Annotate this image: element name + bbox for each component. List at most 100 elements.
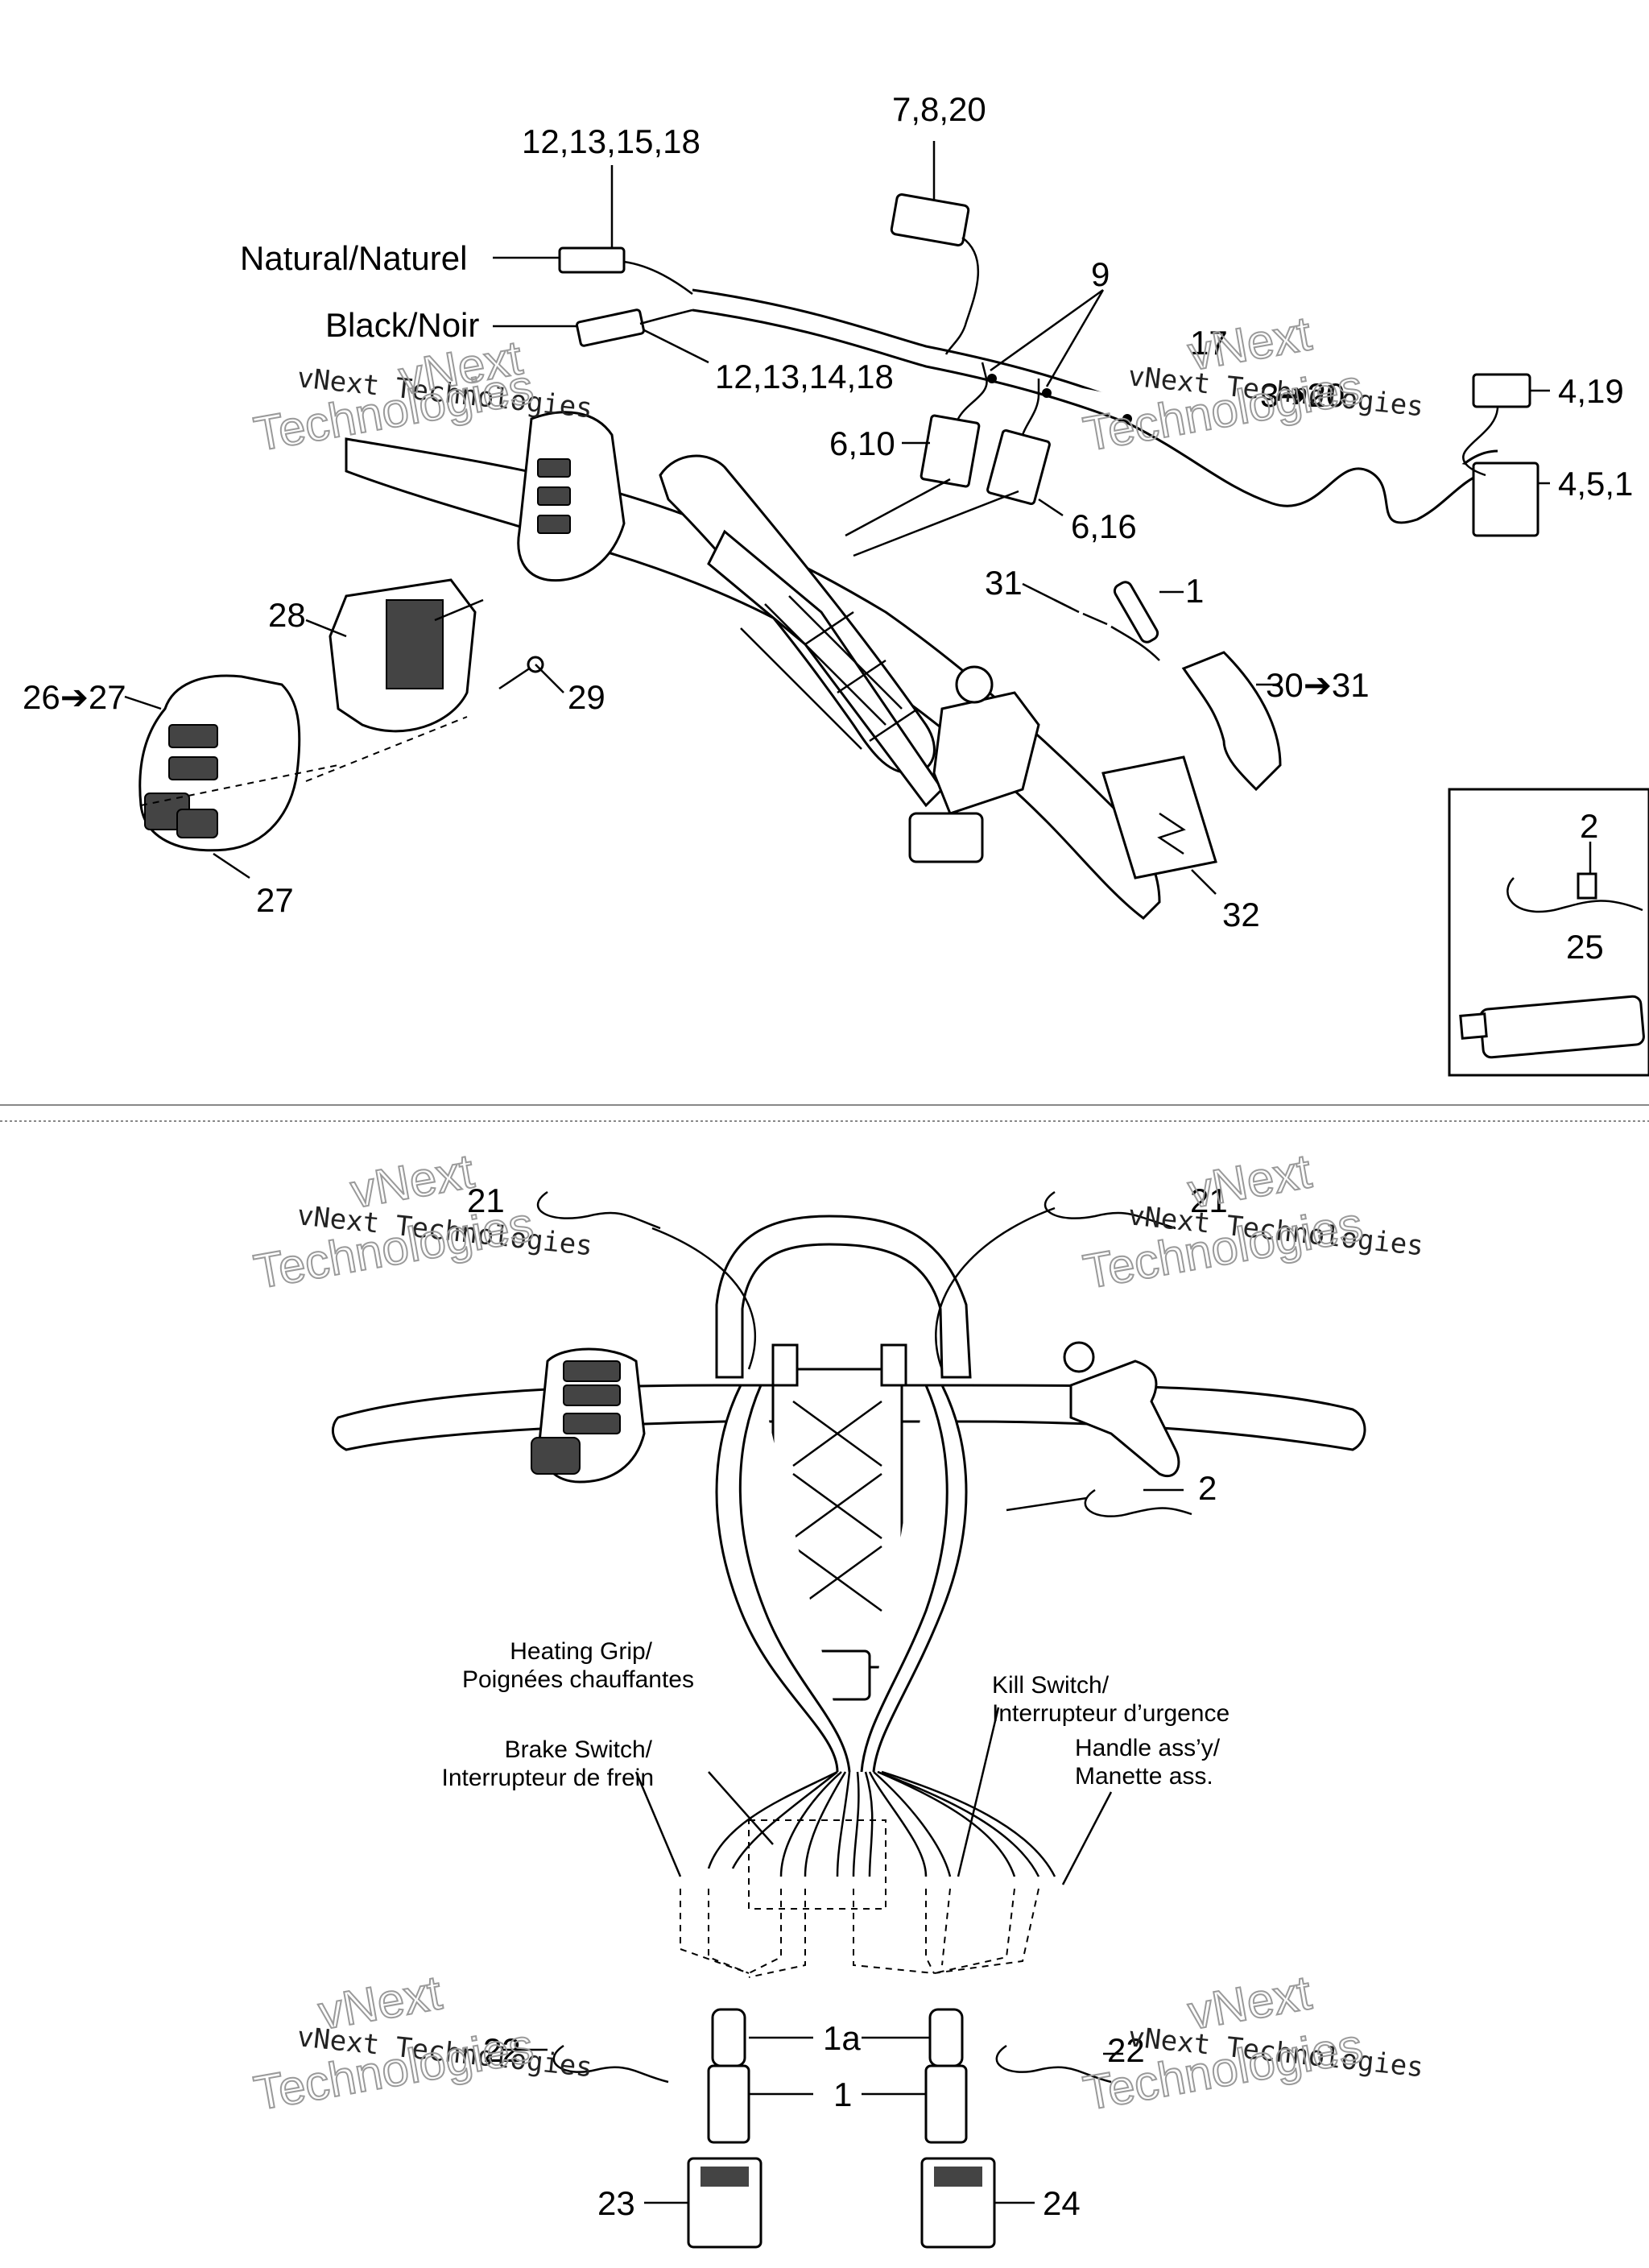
callout-6-10: 6,10 (829, 424, 895, 462)
tube-1-right (924, 2064, 968, 2144)
wire-4-19 (1462, 406, 1499, 477)
switch-button (168, 756, 218, 780)
top-exploded-view: 7,8,20 12,13,15,18 Natural/Naturel Black… (23, 90, 1649, 1077)
callout-25: 25 (1566, 928, 1604, 966)
tube-1 (1113, 581, 1159, 644)
tube-1-left (707, 2064, 750, 2144)
label-black: Black/Noir (325, 306, 479, 344)
label-handle-2: Manette ass. (1075, 1763, 1213, 1790)
callout-28: 28 (268, 596, 306, 634)
right-clamp (932, 691, 1040, 815)
junction-dot (1042, 388, 1052, 398)
callout-30-31: 30➔31 (1266, 666, 1370, 704)
callout-21-left: 21 (467, 1182, 505, 1219)
wire-bundle-right-2 (860, 1384, 948, 1773)
callout-2-bottom: 2 (1198, 1469, 1217, 1507)
connector-4-5-1 (1472, 461, 1539, 537)
tube-1a-right (928, 2008, 964, 2067)
watermark-text: vNext (315, 1965, 446, 2040)
column-braces (792, 1400, 882, 1612)
watermark-text: vNext (347, 1144, 478, 1219)
heating-grip-box (748, 1819, 886, 1910)
leader (124, 695, 162, 710)
switch-button (563, 1360, 621, 1382)
switch-button (563, 1384, 621, 1406)
leader (213, 852, 250, 879)
callout-1a: 1a (823, 2019, 861, 2057)
wire (836, 1771, 851, 1877)
junction-dot (987, 374, 997, 383)
label-heating-grip-1: Heating Grip/ (510, 1638, 652, 1665)
cable-tie-2-bottom (1084, 1488, 1192, 1517)
bottom-routing-view: 21 21 2 Heating Grip/ Poignées chauffant… (250, 1143, 1425, 2249)
callout-7-8-20: 7,8,20 (892, 90, 986, 128)
routing-arrow (1006, 1496, 1088, 1512)
arrow (853, 490, 1019, 557)
callout-26-27: 26➔27 (23, 678, 126, 716)
callout-12-13-15-18: 12,13,15,18 (522, 122, 701, 160)
callout-6-16: 6,16 (1071, 507, 1137, 545)
grip-30 (1181, 651, 1282, 792)
switch-button (176, 809, 218, 838)
routing-arrow (708, 1771, 774, 1845)
label-natural: Natural/Naturel (240, 239, 467, 277)
routing-arrow (935, 1206, 1056, 1370)
clamp-bolt (955, 665, 994, 704)
leader (990, 288, 1105, 387)
cable-tie-2 (1506, 877, 1643, 913)
routing-arrow (957, 1707, 1000, 1877)
routing-arrow (651, 1227, 757, 1370)
junction-dot (1122, 414, 1132, 424)
connector-6-10 (920, 414, 981, 488)
leader (643, 329, 709, 364)
brake-lever-mount (908, 812, 984, 863)
callout-23: 23 (597, 2184, 635, 2222)
callout-3-20: 3➔20 (1260, 376, 1345, 414)
right-brake-lever (1069, 1360, 1180, 1478)
black-connector (575, 308, 646, 347)
switch-button (531, 1437, 581, 1475)
alignment-line (140, 716, 468, 806)
callout-12-13-14-18: 12,13,14,18 (715, 358, 894, 395)
wire (877, 1770, 1040, 1877)
switch-button (537, 515, 571, 534)
wire (852, 1771, 860, 1877)
arrow (845, 478, 951, 537)
connector-24-pins (934, 2167, 982, 2187)
column-bolt (880, 1343, 907, 1387)
cable-tie-22-left (552, 2044, 669, 2084)
callout-1-bottom: 1 (833, 2076, 852, 2113)
steering-column (707, 529, 944, 808)
callout-9: 9 (1091, 255, 1110, 293)
callout-24: 24 (1043, 2184, 1081, 2222)
callout-2: 2 (1580, 807, 1598, 845)
riser-loop (715, 1215, 972, 1379)
leader (1038, 498, 1064, 517)
arrow (434, 598, 484, 622)
wire (707, 1770, 838, 1869)
lever-bolt (1063, 1341, 1095, 1373)
wiring-harness-inner (692, 308, 1498, 524)
wire (873, 1771, 952, 1877)
callout-32: 32 (1222, 896, 1260, 933)
wire-6-16 (1021, 379, 1040, 436)
convergence-left (680, 1889, 806, 1978)
wire (877, 1770, 1016, 1877)
switch-cover-window (386, 599, 444, 689)
cable-tie-22-right (995, 2044, 1112, 2084)
connector-4-19 (1472, 373, 1531, 408)
callout-21-right: 21 (1190, 1182, 1228, 1219)
wire (804, 1771, 847, 1877)
tube-25-cap (1459, 1012, 1488, 1040)
leader (535, 664, 564, 693)
pad-32 (1101, 755, 1217, 879)
connector-7-8-20 (890, 193, 970, 246)
label-brake-switch-1: Brake Switch/ (505, 1736, 653, 1763)
label-heating-grip-2: Poignées chauffantes (462, 1666, 694, 1693)
tube-1a-left (711, 2008, 746, 2067)
label-brake-switch-2: Interrupteur de frein (442, 1765, 654, 1791)
routing-arrow (634, 1771, 682, 1877)
routing-arrow (1061, 1791, 1113, 1885)
callout-4-19: 4,19 (1558, 372, 1624, 410)
